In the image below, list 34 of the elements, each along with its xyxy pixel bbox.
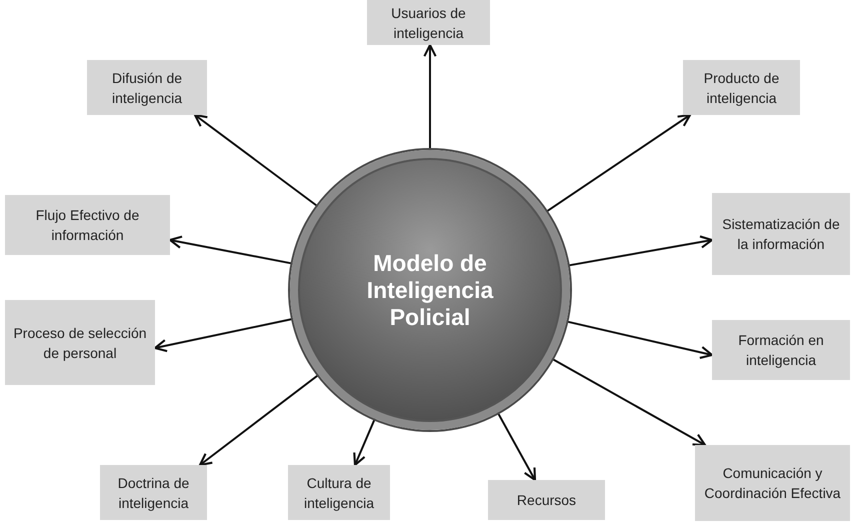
label-box [5, 300, 155, 385]
box-text: Difusión de inteligencia [110, 68, 184, 108]
arrow [168, 236, 293, 265]
box-text: Usuarios de inteligencia [390, 4, 467, 42]
arrow [551, 358, 706, 446]
label-box [367, 0, 490, 45]
label-box [5, 195, 170, 255]
circle-title: Modelo de Inteligencia Policial [366, 250, 494, 330]
label-box [100, 465, 207, 520]
box-text: Cultura de inteligencia [302, 474, 376, 512]
arrow [353, 418, 376, 466]
arrow [194, 114, 318, 208]
box-text: Comunicación y Coordinación Efectiva [703, 464, 842, 503]
box-text: Producto de inteligencia [702, 68, 780, 108]
arrow [198, 374, 320, 466]
label-box [695, 445, 850, 521]
box-text: Recursos [516, 491, 576, 510]
arrow [546, 114, 692, 213]
label-box [683, 60, 800, 115]
label-box [488, 480, 605, 520]
box-text: Doctrina de inteligencia [116, 474, 190, 512]
arrow [496, 412, 536, 482]
box-text: Sistematización de la información [721, 215, 841, 254]
label-box [712, 320, 850, 380]
label-box [288, 465, 390, 520]
arrow [566, 320, 714, 359]
box-text: Flujo Efectivo de información [34, 206, 140, 245]
arrow [154, 318, 294, 352]
arrow [423, 44, 437, 150]
box-text: Formación en inteligencia [737, 331, 825, 370]
box-text: Proceso de selección de personal [12, 324, 148, 362]
label-box [87, 60, 207, 115]
label-box [712, 193, 850, 275]
arrow [568, 235, 714, 267]
